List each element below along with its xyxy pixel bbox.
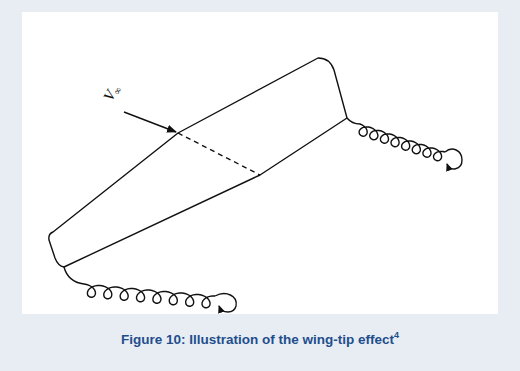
wing-outline <box>49 58 347 267</box>
freestream-arrow <box>124 112 176 132</box>
caption-text: Figure 10: Illustration of the wing-tip … <box>121 332 394 347</box>
right-tip-vortex <box>347 118 445 161</box>
figure-panel <box>22 12 498 314</box>
reference-number: 4 <box>394 330 399 340</box>
left-vortex-rotation <box>215 294 236 312</box>
right-vortex-rotation <box>445 149 462 169</box>
left-tip-vortex <box>64 267 215 308</box>
wing-root-line <box>178 133 260 175</box>
figure-caption: Figure 10: Illustration of the wing-tip … <box>10 330 510 347</box>
